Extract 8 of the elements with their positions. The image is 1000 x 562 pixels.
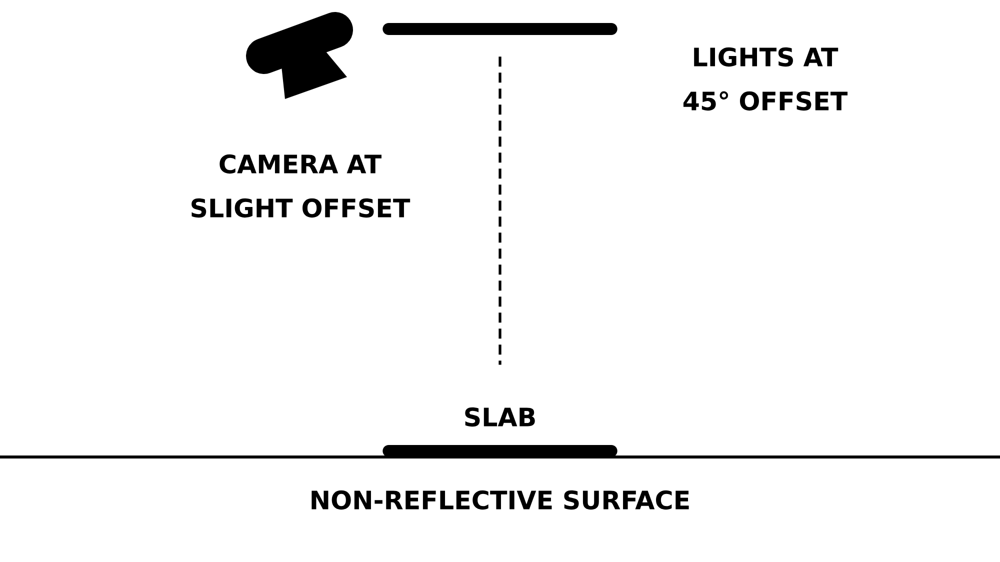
- slab-bar: [382, 445, 618, 457]
- caption-text: CAMERA AT SLIGHT OFFSET: [192, 154, 410, 218]
- camera-drawing: [246, 12, 353, 99]
- dashed-line: [498, 56, 502, 365]
- light-bar: [382, 23, 618, 35]
- caption-text: SLAB: [465, 407, 535, 427]
- caption-text: LIGHTS AT 45° OFFSET: [683, 47, 848, 111]
- surface-label: NON-REFLECTIVE SURFACE: [312, 490, 689, 510]
